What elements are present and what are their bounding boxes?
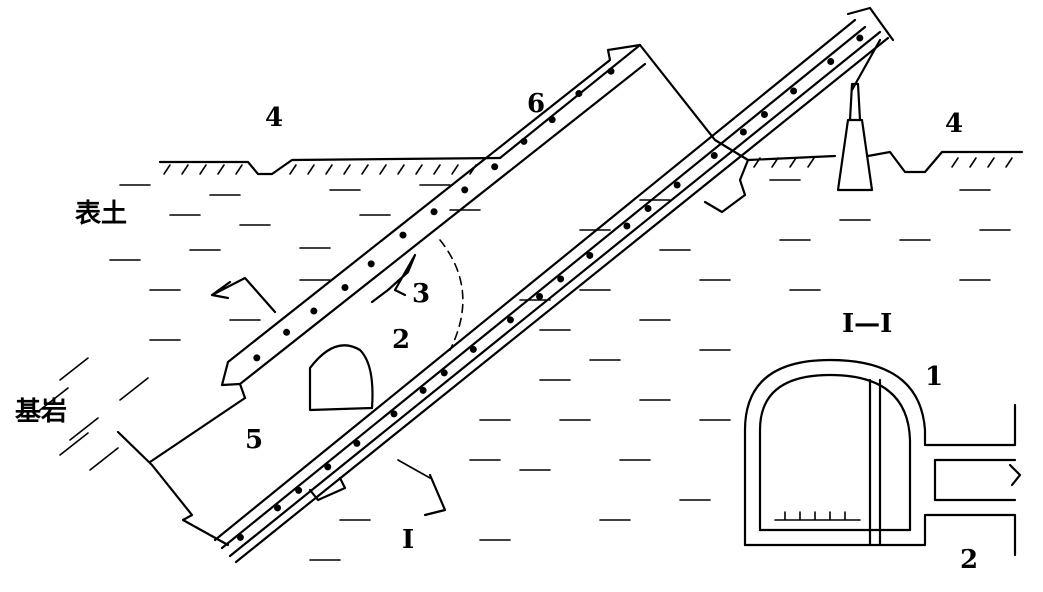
hatch-tick	[326, 165, 332, 174]
lining-dot	[341, 284, 348, 291]
lining-dot	[324, 463, 331, 470]
lining-dot	[461, 186, 468, 193]
lining-dot	[575, 90, 582, 97]
soil-dashes	[40, 180, 1010, 560]
hatch-tick	[362, 165, 368, 174]
lining-dot	[856, 35, 863, 42]
lining-dot	[549, 116, 556, 123]
label-topsoil: 表土	[75, 199, 127, 229]
lining-dot	[431, 208, 438, 215]
hatch-tick	[164, 165, 170, 174]
lining-dot	[674, 181, 681, 188]
section-inset	[745, 360, 1020, 555]
hatch-tick	[790, 158, 796, 167]
shaft-lower-wall	[118, 432, 228, 545]
hatch-tick	[808, 158, 814, 167]
lining-dot	[711, 152, 718, 159]
label-section-title: I—I	[842, 309, 892, 339]
lining-dot	[740, 129, 747, 136]
lining-dot	[399, 232, 406, 239]
shaft-rail-4	[236, 38, 888, 562]
lining-dot	[491, 163, 498, 170]
hatch-tick	[452, 165, 458, 174]
lining-dot	[507, 316, 514, 323]
shaft-floor-line	[150, 398, 245, 462]
label-ditch-right: 4	[945, 109, 963, 139]
hatch-tick	[200, 165, 206, 174]
direction-arrow	[212, 278, 275, 312]
label-section-mark: I	[402, 525, 414, 555]
label-inset-2: 2	[960, 545, 978, 575]
ground-surface-left	[160, 158, 500, 174]
lining-dot	[295, 487, 302, 494]
label-ditch-left: 4	[265, 103, 283, 133]
rock-hatch	[120, 378, 148, 400]
lining-dot	[827, 58, 834, 65]
chamber-2	[310, 345, 373, 410]
lining-dot	[790, 88, 797, 95]
hatch-tick	[308, 165, 314, 174]
hatch-tick	[218, 165, 224, 174]
lining-dot	[586, 252, 593, 259]
lining-dot	[607, 68, 614, 75]
hatch-tick	[1006, 158, 1012, 167]
ground-surface-right	[748, 152, 1022, 172]
lining-dot	[536, 293, 543, 300]
section-marker	[425, 475, 445, 515]
lining-dot	[274, 504, 281, 511]
label-inset-1: 1	[925, 362, 943, 392]
lining-dot	[645, 205, 652, 212]
upper-lining-end	[222, 362, 245, 398]
label-lining: 6	[527, 89, 545, 119]
lining-dot	[420, 387, 427, 394]
hatch-tick	[416, 165, 422, 174]
lining-dot	[368, 260, 375, 267]
hatch-tick	[434, 165, 440, 174]
hatch-tick	[398, 165, 404, 174]
lining-dot	[557, 275, 564, 282]
label-bedrock: 基岩	[15, 397, 67, 427]
hatch-tick	[182, 165, 188, 174]
lining-dot	[353, 440, 360, 447]
lining-dot	[390, 410, 397, 417]
lining-dots	[237, 35, 863, 541]
section-cut	[398, 460, 430, 478]
hatch-tick	[290, 165, 296, 174]
rock-hatch	[90, 448, 118, 470]
lining-dot	[470, 346, 477, 353]
lining-dot	[237, 534, 244, 541]
lining-dot	[283, 329, 290, 336]
hatch-tick	[380, 165, 386, 174]
lining-dot	[623, 222, 630, 229]
label-item2: 2	[392, 325, 410, 355]
hatch-tick	[344, 165, 350, 174]
rock-hatch	[60, 358, 88, 380]
shaft-rail-3	[230, 32, 880, 556]
label-item5: 5	[245, 425, 263, 455]
upper-lining-inner	[240, 64, 645, 384]
lining-dot	[520, 138, 527, 145]
dashed-arc	[440, 240, 463, 350]
hatch-tick	[970, 158, 976, 167]
hatch-tick	[952, 158, 958, 167]
hatch-tick	[236, 165, 242, 174]
lining-dot	[253, 354, 260, 361]
hatch-tick	[988, 158, 994, 167]
lining-dot	[441, 369, 448, 376]
lining-dot	[761, 111, 768, 118]
lining-dot	[310, 308, 317, 315]
label-item3: 3	[412, 279, 430, 309]
